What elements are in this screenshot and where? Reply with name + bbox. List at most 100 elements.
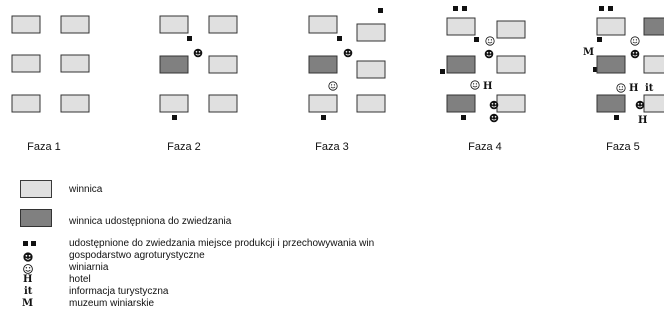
smiley-eye (633, 39, 635, 41)
smiley-eye (195, 51, 198, 53)
legend-text-tourist-info: informacja turystyczna (69, 286, 169, 297)
hotel-icon: H (20, 274, 54, 288)
wine-bar-smiley-icon (616, 83, 626, 93)
museum-icon: M (20, 298, 54, 312)
phase-3-label: Faza 3 (315, 141, 349, 153)
smiley-mouth (632, 54, 638, 57)
legend-text-museum: muzeum winiarskie (69, 298, 155, 309)
smiley-eye (494, 116, 497, 118)
smiley-mouth (195, 53, 201, 56)
smiley-mouth (618, 88, 624, 91)
vineyard-box-icon (20, 180, 54, 198)
smiley-mouth (491, 118, 497, 121)
smiley-eye (345, 51, 348, 53)
agrotourism-smiley-icon (630, 49, 640, 59)
agrotourism-smiley-icon (193, 48, 203, 58)
phase-5-label: Faza 5 (606, 141, 640, 153)
smiley-eye (632, 52, 635, 54)
vineyard-box (446, 17, 476, 36)
open-vineyard-box (446, 55, 476, 74)
legend-text-wine-bar: winiarnia (69, 262, 109, 273)
vineyard-box (308, 94, 338, 113)
hotel-glyph: H (629, 83, 638, 94)
hotel-glyph: H (483, 81, 492, 92)
wine-bar-smiley-icon (485, 36, 495, 46)
vineyard-box (643, 55, 664, 74)
phase-2-label: Faza 2 (167, 141, 201, 153)
vineyard-box (496, 20, 526, 39)
production-square (593, 67, 598, 72)
vineyard-box (496, 94, 526, 113)
vineyard-box (60, 94, 90, 113)
production-square (608, 6, 613, 11)
vineyard-box (596, 17, 626, 36)
smiley-eye (333, 84, 335, 86)
agrotourism-smiley-icon (635, 100, 645, 110)
legend-text-vineyard-open: winnica udostępniona do zwiedzania (69, 216, 232, 227)
vineyard-box (356, 94, 386, 113)
smiley-eye (475, 83, 477, 85)
production-square (474, 37, 479, 42)
agrotourism-smiley-icon (489, 100, 499, 110)
smiley-eye (473, 83, 475, 85)
smiley-eye (491, 103, 494, 105)
agrotourism-smiley-icon (484, 49, 494, 59)
double-square-icon (20, 238, 54, 252)
smiley-eye (635, 39, 638, 41)
filled-smiley-icon (20, 250, 54, 264)
vineyard-box (60, 15, 90, 34)
smiley-mouth (345, 53, 351, 56)
open-vineyard-box (596, 94, 626, 113)
agrotourism-smiley-icon (489, 113, 499, 123)
open-vineyard-box (159, 55, 189, 74)
production-square (462, 6, 467, 11)
smiley-eye (640, 103, 643, 105)
vineyard-box (308, 15, 338, 34)
smiley-mouth (486, 54, 492, 57)
hotel-glyph: H (638, 115, 647, 126)
smiley-eye (331, 84, 333, 86)
open-vineyard-box (308, 55, 338, 74)
vineyard-box (11, 15, 41, 34)
smiley-mouth (472, 85, 478, 88)
smiley-eye (635, 52, 638, 54)
info-glyph: it (645, 83, 654, 94)
open-vineyard-box (596, 55, 626, 74)
vineyard-box (356, 23, 386, 42)
production-square (440, 69, 445, 74)
smiley-mouth (330, 86, 336, 89)
production-square (172, 115, 177, 120)
legend-text-agrotourism: gospodarstwo agroturystyczne (69, 250, 205, 261)
museum-glyph: M (22, 298, 34, 309)
smiley-eye (488, 39, 490, 41)
vineyard-box (643, 94, 664, 113)
smiley-eye (348, 51, 351, 53)
phase-4-label: Faza 4 (468, 141, 502, 153)
phase-1-label: Faza 1 (27, 141, 61, 153)
production-square (597, 37, 602, 42)
vineyard-box (11, 94, 41, 113)
agrotourism-smiley-icon (343, 48, 353, 58)
open-vineyard-box (446, 94, 476, 113)
open-vineyard-box (643, 17, 664, 36)
vineyard-box (208, 15, 238, 34)
hotel-glyph: H (23, 274, 33, 285)
vineyard-box (496, 55, 526, 74)
smiley-eye (198, 51, 201, 53)
smiley-eye (489, 52, 492, 54)
info-glyph: it (24, 286, 33, 297)
production-square (378, 8, 383, 13)
wine-bar-smiley-icon (470, 80, 480, 90)
legend: winnica winnica udostępniona do zwiedzan… (20, 180, 660, 329)
info-icon: it (20, 286, 54, 300)
smiley-eye (621, 86, 624, 88)
smiley-mouth (632, 41, 638, 44)
smiley-eye (494, 103, 497, 105)
smiley-eye (619, 86, 621, 88)
production-square (599, 6, 604, 11)
production-square (461, 115, 466, 120)
legend-text-hotel: hotel (69, 274, 91, 285)
vineyard-box (159, 15, 189, 34)
